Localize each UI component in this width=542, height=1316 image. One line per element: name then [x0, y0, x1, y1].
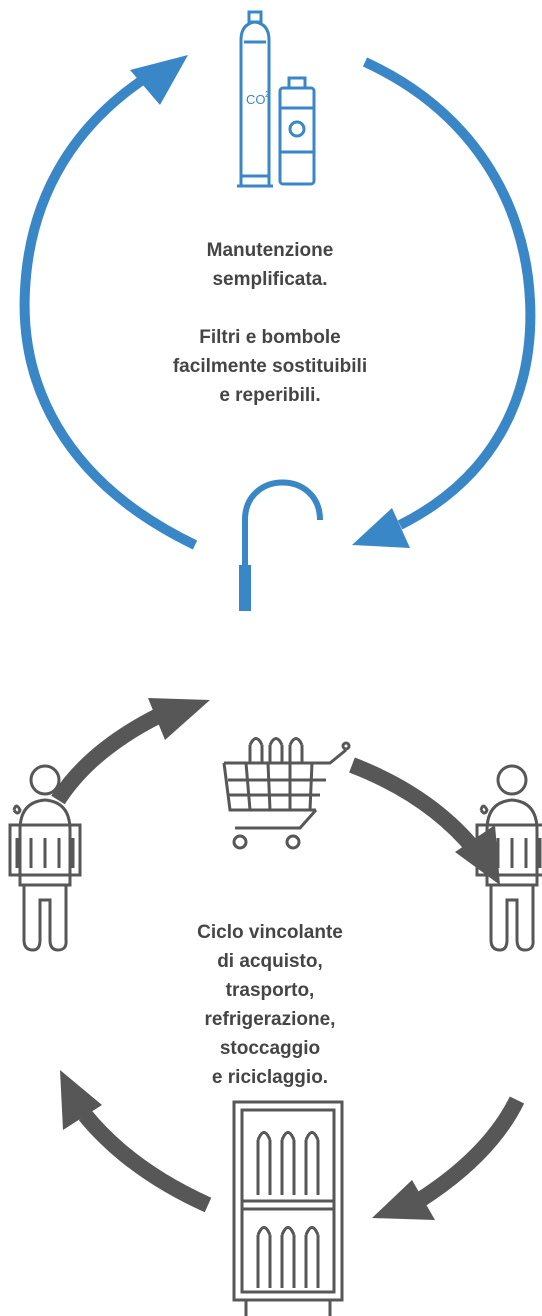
person-carrying-bottles-icon: [8, 764, 82, 952]
fridge-icon: [232, 1100, 344, 1316]
maintenance-cycle-art: CO 2: [19, 10, 536, 611]
caption-line: trasporto,: [225, 980, 315, 1001]
caption-line: semplificata.: [212, 269, 328, 290]
bottled-cycle-caption: Ciclo vincolante di acquisto, trasporto,…: [140, 918, 400, 1092]
cycle-arrow-top-right: [349, 757, 482, 856]
bottled-water-cycle-diagram: Ciclo vincolante di acquisto, trasporto,…: [0, 640, 542, 1316]
arrowhead-bottom-left: [60, 1070, 102, 1130]
cycle-arrow-bottom-right: [415, 1096, 525, 1207]
caption-line: e reperibili.: [219, 385, 321, 406]
arrowhead-bottom-right: [372, 1180, 435, 1220]
faucet-base: [239, 565, 251, 611]
caption-line: e riciclaggio.: [211, 1067, 329, 1088]
bottled-cycle-art: [8, 698, 542, 1316]
maintenance-caption: Manutenzione semplificata. Filtri e bomb…: [140, 236, 400, 410]
co2-sub: 2: [265, 90, 270, 99]
cycle-arrow-bottom-left: [78, 1109, 212, 1213]
caption-line: Ciclo vincolante: [197, 922, 343, 943]
caption-line: stoccaggio: [219, 1038, 321, 1059]
shopping-cart-icon: [222, 737, 351, 850]
person-carrying-bottles-icon: [475, 764, 542, 952]
co2-cylinder-icon: [237, 10, 273, 188]
arrowhead-top-left: [148, 698, 210, 740]
cycle-arrow-top-left: [51, 707, 164, 805]
cycle-arrow-left: [19, 70, 198, 550]
caption-line: refrigerazione,: [204, 1009, 336, 1030]
caption-line: Manutenzione: [206, 240, 334, 261]
arrowhead-left: [130, 55, 188, 105]
maintenance-cycle-diagram: CO 2 Manutenzione semplificata. Filtri e…: [0, 0, 542, 640]
caption-line: facilmente sostituibili: [172, 356, 368, 377]
caption-line: di acquisto,: [217, 951, 323, 972]
arrowhead-right: [352, 508, 410, 548]
co2-label: CO: [246, 92, 266, 107]
cycle-arrow-right: [362, 57, 536, 530]
faucet-icon: [242, 479, 323, 565]
water-filter-icon: [278, 76, 316, 186]
caption-line: Filtri e bombole: [199, 327, 341, 348]
